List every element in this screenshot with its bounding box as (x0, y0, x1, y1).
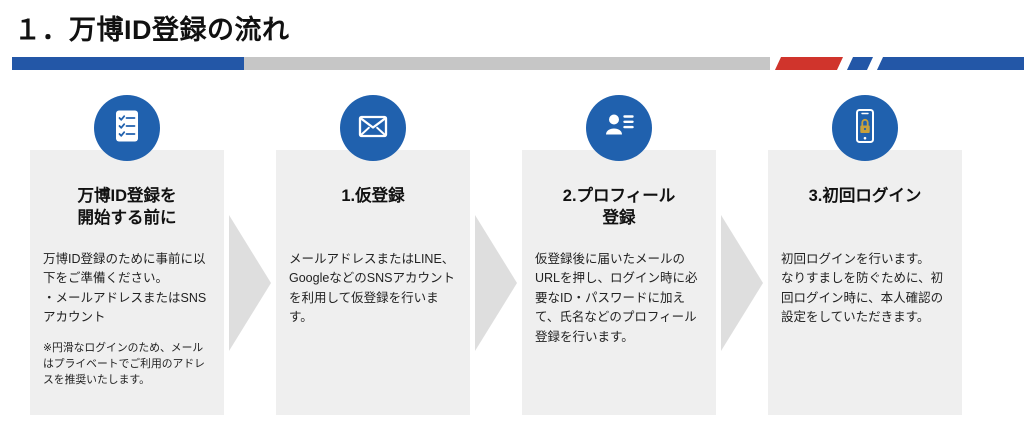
step-note: ※円滑なログインのため、メールはプライベートでご利用のアドレスを推奨いたします。 (43, 341, 205, 386)
banner-segment-blue-right (876, 57, 1024, 70)
page-title: １．万博ID登録の流れ (14, 15, 290, 45)
step-card-temporary-registration: 1.仮登録 メールアドレスまたはLINE、GoogleなどのSNSアカウントを利… (276, 95, 470, 415)
step-heading: 3.初回ログイン (808, 187, 922, 205)
mail-icon (353, 106, 393, 151)
step-body: メールアドレスまたはLINE、GoogleなどのSNSアカウントを利用して仮登録… (289, 252, 456, 325)
step-body: 万博ID登録のために事前に以下をご準備ください。 ・メールアドレスまたはSNSア… (43, 252, 207, 325)
step-icon-circle (94, 95, 160, 161)
phone-lock-icon (845, 106, 885, 151)
step-heading: 1.仮登録 (341, 187, 405, 205)
step-heading: 万博ID登録を 開始する前に (77, 187, 177, 227)
step-card-preparation: 万博ID登録を 開始する前に 万博ID登録のために事前に以下をご準備ください。 … (30, 95, 224, 415)
arrow-right-icon (721, 214, 763, 351)
step-arrow (470, 150, 522, 415)
step-arrow (716, 150, 768, 415)
banner-segment-blue-small (846, 57, 874, 70)
steps-row: 万博ID登録を 開始する前に 万博ID登録のために事前に以下をご準備ください。 … (30, 95, 962, 415)
step-arrow (224, 150, 276, 415)
banner-segment-gray (244, 57, 770, 70)
step-card-first-login: 3.初回ログイン 初回ログインを行います。 なりすましを防ぐために、初回ログイン… (768, 95, 962, 415)
checklist-icon (107, 106, 147, 151)
step-icon-circle (340, 95, 406, 161)
arrow-right-icon (475, 214, 517, 351)
banner-segment-blue-left (12, 57, 244, 70)
step-icon-circle (586, 95, 652, 161)
step-body: 初回ログインを行います。 なりすましを防ぐために、初回ログイン時に、本人確認の設… (781, 252, 944, 325)
step-body: 仮登録後に届いたメールのURLを押し、ログイン時に必要なID・パスワードに加えて… (535, 252, 698, 344)
step-card-profile-registration: 2.プロフィール 登録 仮登録後に届いたメールのURLを押し、ログイン時に必要な… (522, 95, 716, 415)
step-heading: 2.プロフィール 登録 (562, 187, 676, 227)
profile-icon (599, 106, 639, 151)
banner-segment-red (774, 57, 844, 70)
arrow-right-icon (229, 214, 271, 351)
decorative-banner (12, 57, 1024, 70)
step-icon-circle (832, 95, 898, 161)
